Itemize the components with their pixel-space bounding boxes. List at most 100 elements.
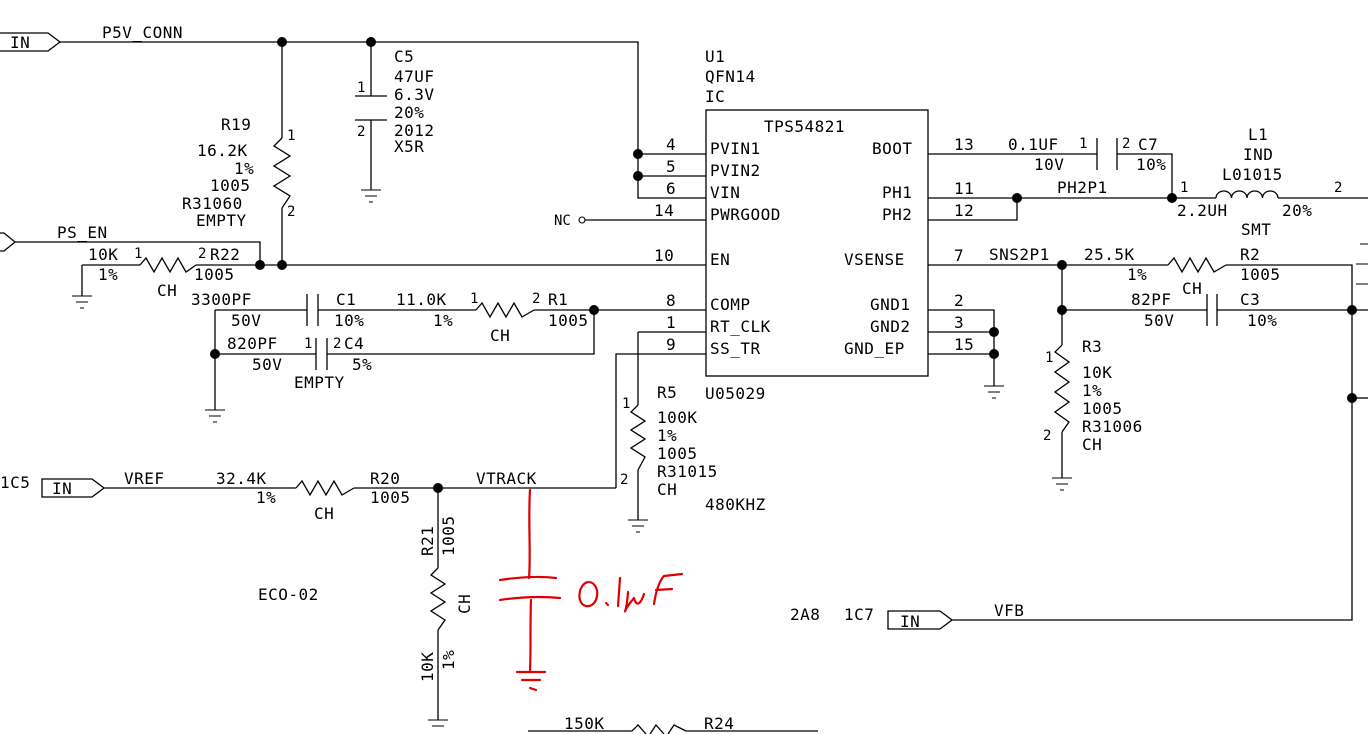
capacitor-symbol [315,338,328,370]
resistor-symbol [631,723,687,734]
component-voltage: 6.3V [394,85,435,104]
markup-glyph [578,580,599,608]
wire-c7-right [1117,153,1173,198]
component-ref: R3 [1082,337,1102,356]
resistor-symbol [272,137,292,209]
junction-dot [633,171,643,181]
ic-ref: U1 [705,47,725,66]
net-label-vref: VREF [124,469,165,488]
component-value: 2.2UH [1177,201,1228,220]
pin-name-gnd-ep: GND_EP [844,339,905,358]
port-p5v-in: IN [0,32,62,52]
net-label-vtrack: VTRACK [476,469,537,488]
port-label: IN [52,479,72,498]
component-type: IND [1243,145,1273,164]
resistor-symbol [1167,256,1227,274]
pin-name-ph1: PH1 [882,183,912,202]
pin-name-en: EN [710,250,730,269]
component-value: 16.2K [197,141,248,160]
pin-number: 1 [304,336,312,352]
junction-dot [633,149,643,159]
pin-number: 1 [357,80,365,96]
partial-symbol [1356,243,1368,285]
component-size: 1005 [657,444,698,463]
junction-dot [210,349,220,359]
pin-number: 12 [954,201,974,220]
pin-number: 2 [357,124,365,140]
ic-part: TPS54821 [764,117,845,136]
component-note: CH [1082,435,1102,454]
resistor-r24: 150K R24 [564,714,734,734]
pin-number: 2 [1334,180,1342,196]
component-ref: C4 [344,334,364,353]
component-size: 2012 [394,121,435,140]
right-edge-partial-component [1356,243,1368,285]
markup-wire [528,598,533,672]
component-value: 10K [1082,363,1112,382]
pin-number: 1 [470,291,478,307]
resistor-r20: R20 32.4K 1% 1005 CH [216,469,411,523]
component-size: 1005 [548,311,589,330]
junction-dot [1057,305,1067,315]
markup-glyph [652,572,684,606]
component-tolerance: 1% [1082,381,1102,400]
wire-vfb [952,264,1353,621]
component-ref: C7 [1138,135,1158,154]
component-value: 47UF [394,67,435,86]
component-ref: C5 [394,47,414,66]
capacitor-c7: 1 2 C7 0.1UF 10V 10% [1008,135,1166,174]
pin-number: 2 [620,472,628,488]
pin-name-comp: COMP [710,295,751,314]
component-value: 11.0K [396,290,447,309]
markup-cap-plate [498,595,562,602]
component-note: EMPTY [196,211,247,230]
pin-number: 13 [954,135,974,154]
net-label-p5v-conn: P5V_CONN [102,23,183,42]
component-voltage: 10V [1034,155,1064,174]
junction-dot [366,37,376,47]
resistor-r3: 1 2 R3 10K 1% 1005 R31006 CH [1043,337,1143,454]
component-tolerance: 5% [352,355,372,374]
markup-glyph [604,601,610,607]
component-ref: R20 [370,469,400,488]
net-label-ph2p1: PH2P1 [1057,178,1108,197]
resistor-r22: 1 2 R22 10K 1% 1005 CH [88,245,240,300]
port-label: IN [900,612,920,631]
component-ref: L1 [1248,125,1268,144]
wire-p5v-conn [60,41,706,155]
component-value: 150K [564,714,605,733]
net-label-vfb: VFB [994,601,1024,620]
markup-glyph [616,576,622,608]
component-part: R31015 [657,462,718,481]
component-part: R31060 [182,194,243,213]
ground-icon [984,385,1004,399]
capacitor-symbol [355,95,387,121]
port-vfb-in: IN 2A8 1C7 [790,605,954,631]
component-part: R31006 [1082,417,1143,436]
ground-icon [205,409,225,423]
pin-name-pvin1: PVIN1 [710,139,761,158]
component-value: 10K [88,245,118,264]
component-value: 32.4K [216,469,267,488]
resistor-symbol [1053,344,1071,433]
capacitor-c5: 1 2 C5 47UF 6.3V 20% 2012 X5R [355,47,435,156]
capacitor-symbol [1206,294,1218,326]
wire-ph2 [928,198,1018,221]
ground-icon [628,519,648,533]
component-tolerance: 1% [439,650,458,670]
component-voltage: 50V [1144,311,1174,330]
pin-number: 9 [666,335,676,354]
ground-icon [428,719,448,727]
resistor-symbol [295,479,355,497]
component-note: EMPTY [294,373,345,392]
component-ref: C1 [336,290,356,309]
component-size: 1005 [370,488,411,507]
port-vref-in: IN 1C5 [0,473,106,498]
pin-number: 3 [954,313,964,332]
pin-name-rt-clk: RT_CLK [710,317,771,336]
net-label-nc: NC [554,213,571,229]
pin-number: 4 [666,135,676,154]
pin-number: 11 [954,179,974,198]
net-label-sns2p1: SNS2P1 [989,245,1050,264]
component-ref: R1 [548,290,568,309]
